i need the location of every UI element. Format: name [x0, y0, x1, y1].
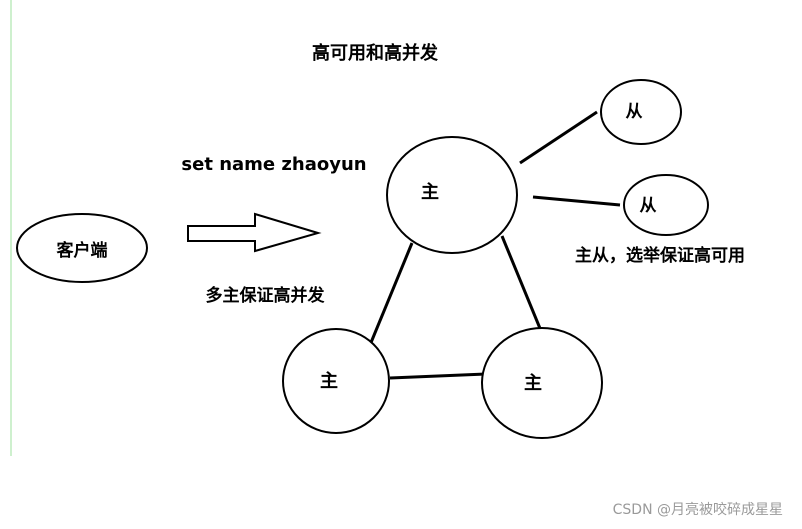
slave-node-2 — [623, 174, 709, 236]
client-label: 客户端 — [56, 240, 108, 261]
slave-1-label: 从 — [626, 102, 643, 122]
link-top-left — [368, 242, 414, 346]
master-left-label: 主 — [320, 370, 338, 392]
master-top-label: 主 — [421, 181, 439, 203]
link-top-right — [500, 235, 548, 344]
slave-node-1 — [600, 79, 682, 145]
request-arrow — [187, 212, 322, 253]
diagram-title: 高可用和高并发 — [312, 42, 439, 64]
command-text: set name zhaoyun — [181, 154, 366, 175]
client-node — [16, 213, 148, 283]
link-top-slave-1 — [519, 110, 598, 165]
master-node-left — [282, 328, 390, 434]
master-node-top — [386, 136, 518, 254]
slave-2-label: 从 — [640, 196, 657, 216]
link-left-right — [389, 372, 487, 380]
multi-master-caption: 多主保证高并发 — [206, 285, 326, 306]
link-top-slave-2 — [532, 195, 621, 207]
csdn-watermark: CSDN @月亮被咬碎成星星 — [613, 501, 783, 518]
master-right-label: 主 — [524, 372, 542, 394]
master-node-right — [481, 327, 603, 439]
master-slave-caption: 主从，选举保证高可用 — [575, 245, 745, 266]
